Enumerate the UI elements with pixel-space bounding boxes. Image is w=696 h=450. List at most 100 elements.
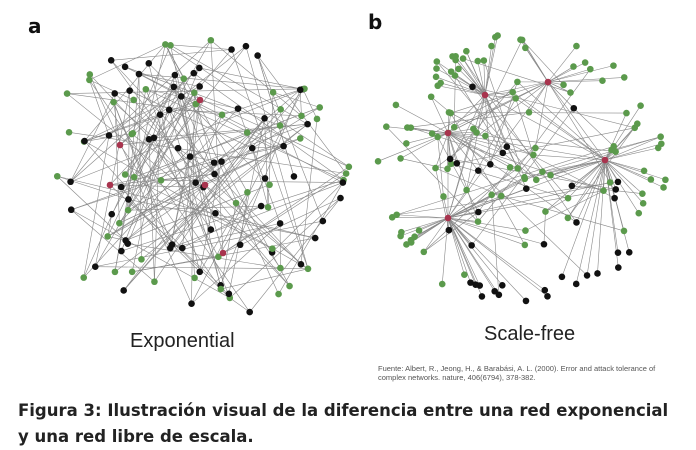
edge [567, 159, 606, 199]
edge [108, 86, 175, 136]
edge [447, 217, 526, 231]
edge [597, 159, 606, 274]
edge [447, 217, 503, 286]
panel-b-label: b [368, 10, 383, 34]
node [174, 144, 182, 152]
edge [547, 65, 614, 83]
edge [83, 44, 166, 142]
edge [447, 132, 577, 223]
node [544, 293, 551, 300]
node [266, 181, 273, 189]
edge [571, 185, 643, 194]
edge [437, 136, 479, 213]
node [162, 41, 169, 48]
edge [107, 161, 222, 237]
edge [604, 159, 664, 188]
node [547, 171, 554, 179]
node [572, 280, 580, 288]
edge [89, 44, 166, 81]
node [110, 98, 117, 106]
node [296, 86, 304, 94]
edge [604, 159, 619, 183]
node [403, 140, 410, 147]
edge [447, 132, 451, 159]
node [625, 249, 633, 256]
edge [525, 47, 549, 83]
node [587, 65, 594, 73]
edge [183, 78, 195, 278]
edge [271, 182, 344, 253]
network-diagrams [53, 32, 669, 316]
edge [604, 159, 645, 172]
edge [484, 46, 492, 96]
edge [447, 217, 495, 292]
edge [604, 127, 635, 161]
node [243, 129, 251, 136]
edge [249, 197, 341, 313]
edge [195, 114, 223, 183]
node [67, 178, 74, 186]
edge [547, 80, 603, 83]
node [468, 242, 475, 249]
node [316, 104, 324, 111]
node [86, 76, 93, 84]
edge [430, 96, 449, 134]
node [178, 244, 186, 252]
node [446, 155, 454, 163]
panel-b-caption: Scale-free [484, 323, 576, 345]
node [339, 179, 347, 186]
node [530, 151, 537, 159]
edge [138, 74, 142, 260]
node [261, 175, 269, 182]
edge [515, 98, 606, 161]
node [573, 42, 580, 50]
edge [386, 126, 479, 222]
hub-node [116, 141, 124, 149]
node [600, 187, 607, 195]
edge [89, 74, 290, 287]
node [116, 219, 123, 227]
edge [515, 98, 534, 155]
node [196, 268, 204, 276]
node [514, 165, 521, 172]
edge [543, 211, 546, 245]
node [234, 105, 242, 112]
node [121, 63, 129, 71]
edge [604, 159, 644, 204]
hub-node [481, 91, 489, 99]
node [522, 44, 529, 52]
node [337, 194, 344, 202]
node [124, 240, 132, 247]
node [444, 165, 451, 173]
edge [113, 102, 121, 146]
node [186, 153, 194, 160]
edge [204, 145, 284, 186]
node [581, 59, 589, 66]
edge [528, 81, 549, 113]
edge [134, 107, 320, 178]
edge [109, 137, 155, 186]
node [570, 104, 578, 112]
edge [547, 66, 574, 83]
node [170, 83, 178, 91]
node [277, 106, 284, 113]
edge [484, 91, 513, 96]
edge [407, 112, 530, 128]
edges [57, 35, 666, 313]
edge [71, 209, 230, 299]
edge [477, 154, 534, 222]
edge [573, 108, 614, 147]
edge [199, 192, 248, 272]
node [398, 228, 405, 236]
node [207, 226, 215, 233]
edge [517, 68, 591, 169]
edge [67, 88, 305, 94]
edge [447, 178, 525, 219]
node [657, 133, 664, 141]
node [521, 241, 529, 249]
edge [124, 49, 232, 175]
edge [170, 45, 308, 125]
node [311, 234, 319, 242]
edge [170, 182, 343, 249]
edge [123, 109, 281, 291]
